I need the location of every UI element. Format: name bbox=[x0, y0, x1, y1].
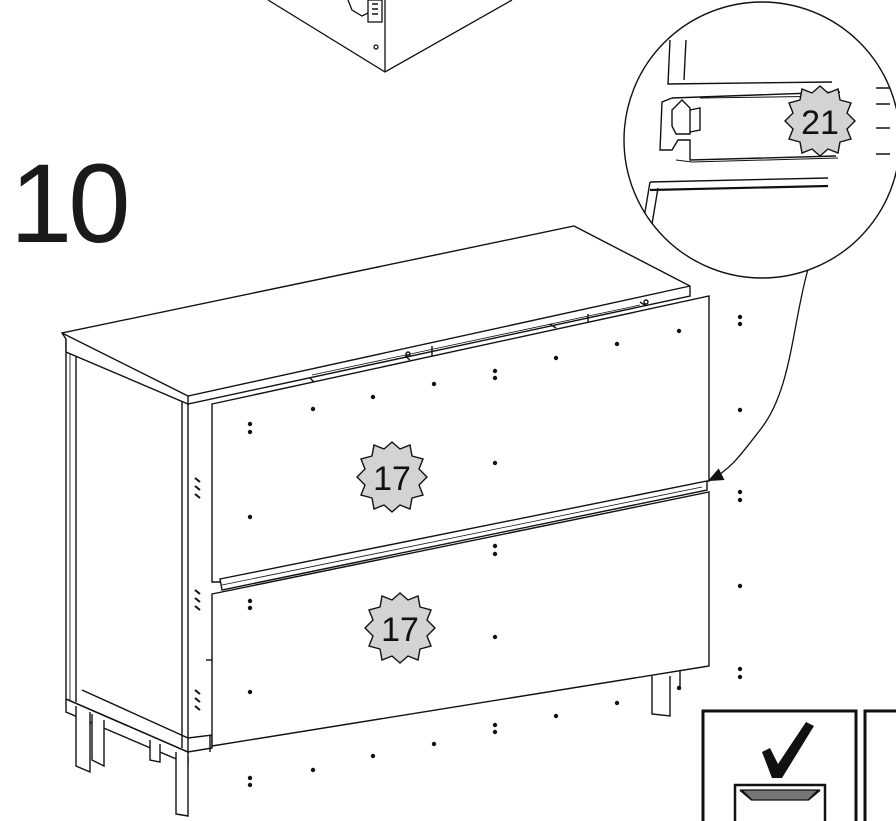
part-label-bottom-drawer: 17 bbox=[381, 611, 419, 649]
part-badge-bottom-drawer: 17 bbox=[364, 592, 436, 664]
detail-leader-arrow bbox=[707, 225, 826, 482]
step-number: 10 bbox=[10, 141, 131, 266]
drawer-front-bottom bbox=[211, 491, 710, 747]
detail-magnifier: 21 bbox=[623, 1, 896, 279]
part-badge-top-drawer: 17 bbox=[356, 441, 428, 513]
previous-step-cabinet bbox=[267, 0, 513, 73]
part-badge-detail bbox=[784, 85, 856, 157]
cabinet bbox=[60, 225, 691, 817]
part-label-detail: 21 bbox=[801, 104, 839, 142]
drawer-divider-rail bbox=[219, 480, 708, 591]
part-label-top-drawer: 17 bbox=[373, 460, 411, 498]
screw-markers bbox=[247, 314, 743, 788]
checkmark-icon bbox=[762, 722, 814, 778]
checkmark-panel bbox=[701, 709, 896, 821]
